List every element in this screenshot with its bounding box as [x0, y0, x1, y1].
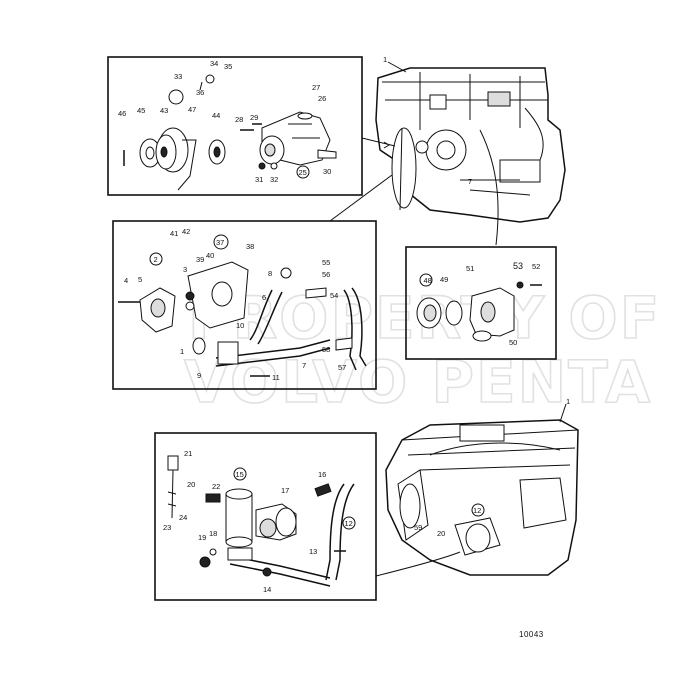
engine-bottom-callout-1: 1: [566, 397, 570, 406]
callout-36: 36: [196, 88, 204, 97]
leader-housing-to-engine: [329, 174, 393, 222]
callout-28: 28: [235, 115, 243, 124]
callout-6: 6: [262, 293, 266, 302]
callout-46: 46: [118, 109, 126, 118]
engine-bottom-callout-20: 20: [437, 529, 445, 538]
callout-10: 10: [236, 321, 244, 330]
engine-bottom-illustration: 1 59 20 12: [375, 397, 579, 577]
engine-bottom-callout-12: 12: [473, 506, 481, 515]
callout-27: 27: [312, 83, 320, 92]
callout-23: 23: [163, 523, 171, 532]
callout-4: 4: [124, 276, 128, 285]
callout-42: 42: [182, 227, 190, 236]
callout-57: 57: [338, 363, 346, 372]
callout-39: 39: [196, 255, 204, 264]
callout-34: 34: [210, 59, 218, 68]
callout-26: 26: [318, 94, 326, 103]
callout-12: 12: [345, 519, 353, 528]
callout-44: 44: [212, 111, 220, 120]
engine-top-callout-1: 1: [383, 55, 387, 64]
callout-47: 47: [188, 105, 196, 114]
callout-1: 1: [180, 347, 184, 356]
callout-9: 9: [197, 371, 201, 380]
callout-37: 37: [216, 238, 224, 247]
callout-32: 32: [270, 175, 278, 184]
callout-30: 30: [323, 167, 331, 176]
panel-thermostat: 48 49 51 53 52 50: [405, 246, 557, 360]
engine-top-callout-7: 7: [468, 177, 472, 186]
callout-3: 3: [183, 265, 187, 274]
callout-19: 19: [198, 533, 206, 542]
callout-55: 55: [322, 258, 330, 267]
callout-50: 50: [509, 338, 517, 347]
callout-58: 58: [322, 345, 330, 354]
callout-38: 38: [246, 242, 254, 251]
callout-40: 40: [206, 251, 214, 260]
callout-11: 11: [272, 373, 280, 382]
callout-41: 41: [170, 229, 178, 238]
callout-51: 51: [466, 264, 474, 273]
callout-48: 48: [424, 276, 432, 285]
callout-56: 56: [322, 270, 330, 279]
callout-2: 2: [154, 255, 158, 264]
callout-45: 45: [137, 106, 145, 115]
leader-heat-exchanger-to-engine: [375, 551, 461, 577]
panel-water-pump: 33 34 35 36 46 45 43 47 44 28 29 27 26 3…: [107, 56, 396, 196]
callout-16: 16: [318, 470, 326, 479]
leader-pump-to-engine: [361, 137, 396, 147]
callout-5: 5: [138, 275, 142, 284]
callout-17: 17: [281, 486, 289, 495]
drawing-number: 10043: [519, 630, 544, 639]
callout-31: 31: [255, 175, 263, 184]
panel-heat-exchanger: 21 20 22 15 17 16 24 23 12 19 18 13 14: [154, 432, 377, 601]
leader-to-thermostat-panel: [479, 129, 499, 246]
callout-22: 22: [212, 482, 220, 491]
callout-7: 7: [302, 361, 306, 370]
callout-53: 53: [513, 261, 523, 271]
callout-18: 18: [209, 529, 217, 538]
callout-8: 8: [268, 269, 272, 278]
callout-33: 33: [174, 72, 182, 81]
callout-29: 29: [250, 113, 258, 122]
callout-25: 25: [299, 168, 307, 177]
engine-top-illustration: 1 7: [375, 55, 566, 246]
engine-bottom-callout-59: 59: [414, 523, 422, 532]
callout-35: 35: [224, 62, 232, 71]
callout-54: 54: [330, 291, 338, 300]
callout-15: 15: [236, 470, 244, 479]
callout-43: 43: [160, 106, 168, 115]
callout-20: 20: [187, 480, 195, 489]
callout-52: 52: [532, 262, 540, 271]
callout-24: 24: [179, 513, 187, 522]
panel-thermostat-housing: 2 37 41 42 40 38 39 3 4 5 8 55 56 6 54 1…: [112, 174, 393, 390]
callout-13: 13: [309, 547, 317, 556]
callout-21: 21: [184, 449, 192, 458]
callout-49: 49: [440, 275, 448, 284]
callout-14: 14: [263, 585, 271, 594]
